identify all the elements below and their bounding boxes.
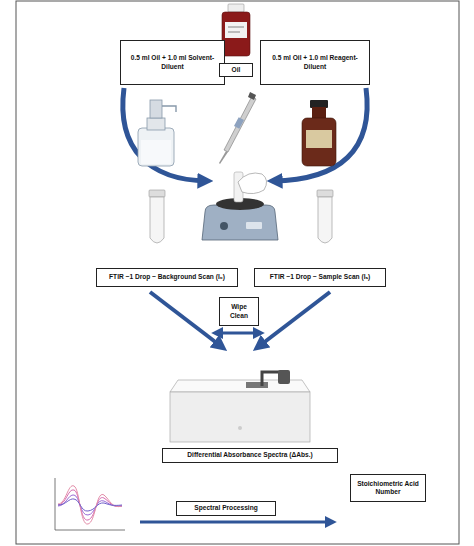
flow-arrow	[273, 88, 367, 181]
flow-arrow	[258, 292, 330, 347]
reagent-bottle	[310, 100, 328, 108]
process-box: FTIR ~1 Drop ~ Background Scan (I₀)	[96, 268, 238, 287]
box-text: 0.5 ml Oil + 1.0 ml Reagent-Diluent	[263, 54, 367, 70]
vortex-mixer	[202, 205, 278, 240]
reagent-bottle	[312, 107, 326, 119]
pipette	[248, 92, 256, 100]
test-tube	[317, 190, 333, 197]
ftir-instrument	[170, 370, 310, 442]
ftir-instrument	[238, 426, 242, 430]
process-box: FTIR ~1 Drop ~ Sample Scan (Iₛ)	[254, 268, 386, 287]
spectra-plot	[58, 499, 122, 511]
bottle-top-dispenser	[141, 140, 171, 164]
spectra-plot	[58, 490, 122, 520]
pipette	[219, 92, 256, 164]
test-tube	[149, 190, 165, 197]
processing-arrow	[140, 521, 332, 524]
box-text: Spectral Processing	[194, 504, 257, 512]
box-text: Wipe Clean	[222, 303, 256, 319]
bottle-top-dispenser	[147, 118, 165, 130]
outer-frame	[16, 1, 459, 544]
process-box: Stoichiometric Acid Number	[350, 474, 426, 502]
box-text: Stoichiometric Acid Number	[353, 480, 423, 496]
vortex-mixer	[246, 222, 262, 229]
box-text: 0.5 ml Oil + 1.0 ml Solvent-Diluent	[123, 54, 222, 70]
flow-arrow	[150, 292, 222, 347]
oil-bottle	[228, 26, 244, 28]
test-tube	[150, 197, 164, 243]
oil-bottle	[225, 22, 247, 38]
spectra-plot	[55, 478, 125, 530]
pipette	[224, 96, 256, 152]
process-box: Spectral Processing	[176, 501, 276, 516]
oil-bottle	[228, 4, 244, 12]
spectra-plot	[55, 478, 125, 530]
process-box: Oil	[219, 63, 253, 77]
ftir-instrument	[278, 370, 290, 384]
bottle-top-dispenser	[162, 106, 176, 112]
process-box: Differential Absorbance Spectra (ΔAbs.)	[162, 448, 338, 463]
box-text: FTIR ~1 Drop ~ Sample Scan (Iₛ)	[270, 273, 370, 281]
pipette	[219, 151, 228, 164]
reagent-bottle	[306, 130, 332, 148]
test-tube	[318, 197, 332, 243]
process-box: 0.5 ml Oil + 1.0 ml Solvent-Diluent	[120, 40, 225, 85]
spectra-plot	[58, 495, 122, 515]
bottle-top-dispenser	[138, 100, 176, 166]
flow-arrow	[216, 332, 260, 335]
reagent-bottle	[302, 118, 336, 166]
bottle-top-dispenser	[150, 100, 162, 118]
process-box: 0.5 ml Oil + 1.0 ml Reagent-Diluent	[260, 40, 370, 85]
box-text: Differential Absorbance Spectra (ΔAbs.)	[187, 451, 312, 459]
flow-arrow	[123, 88, 367, 181]
flow-arrow	[123, 88, 207, 181]
ftir-instrument	[246, 382, 268, 388]
box-text: FTIR ~1 Drop ~ Background Scan (I₀)	[109, 273, 225, 281]
spectra-plot	[58, 486, 122, 524]
reagent-bottle	[302, 100, 336, 166]
bottle-top-dispenser	[138, 128, 174, 166]
oil-bottle	[222, 12, 250, 56]
oil-bottle	[228, 31, 240, 33]
vortex-mixer	[220, 222, 228, 230]
box-text: Oil	[232, 66, 241, 74]
flow-arrow	[150, 292, 330, 347]
vortex-mixer	[202, 172, 278, 240]
pipette	[234, 117, 244, 129]
oil-bottle	[222, 4, 250, 56]
ftir-instrument	[170, 392, 310, 442]
process-box: Wipe Clean	[219, 297, 259, 326]
vortex-mixer	[238, 173, 267, 194]
